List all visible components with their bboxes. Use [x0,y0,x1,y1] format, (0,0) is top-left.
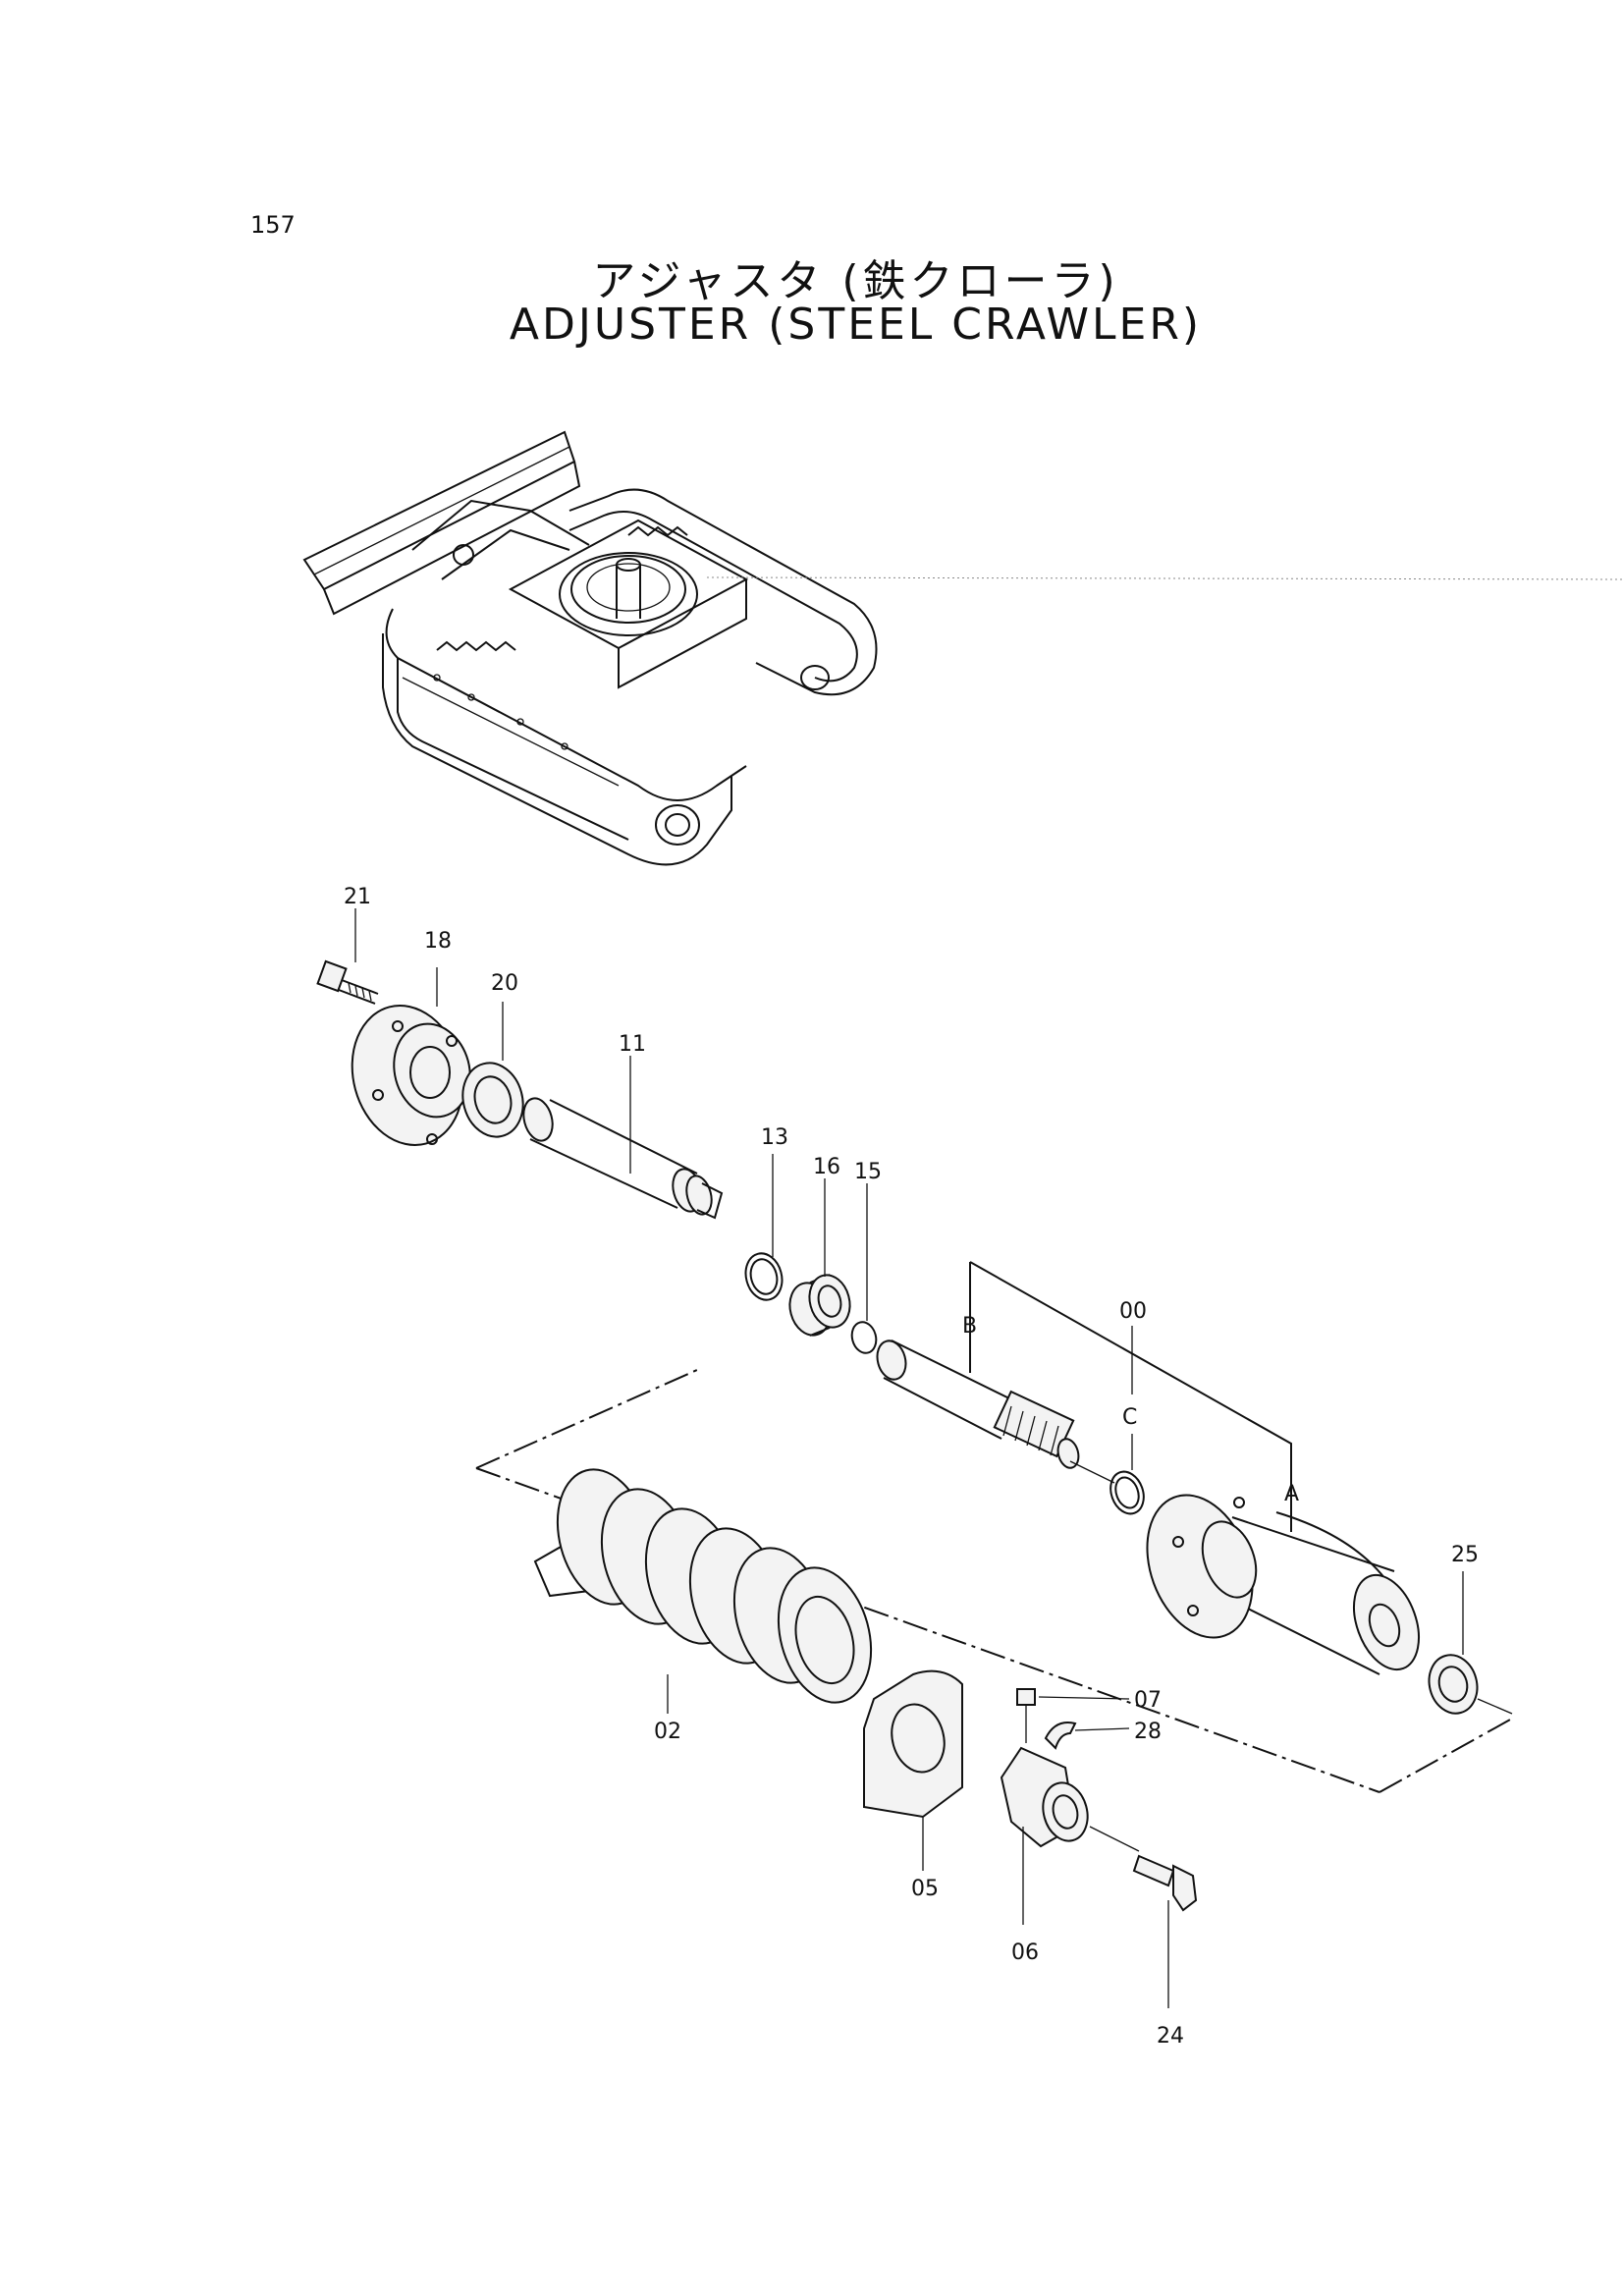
part-label: 05 [911,1877,939,1901]
part-label: B [962,1314,977,1339]
part-label: 28 [1134,1720,1162,1744]
undercarriage-illustration [302,430,1623,866]
part-24-grease-nipple [1132,1854,1198,2008]
part-16-bushing [788,1178,851,1337]
page-number: 157 [250,211,296,239]
part-label: C [1122,1405,1137,1430]
part-06-valve-body [1000,1746,1140,1925]
part-labels: 21 18 20 11 13 16 15 B 00 C A 25 07 28 0… [344,885,1479,2049]
part-18-flange [351,967,471,1146]
part-11-rod [522,1056,724,1220]
part-20-seal [461,1002,524,1138]
part-05-bracket [863,1669,963,1871]
title-japanese: アジャスタ (鉄クローラ) [592,256,1119,306]
part-02-spring [533,1468,873,1714]
part-13-ring [744,1154,784,1301]
part-label: 24 [1157,2024,1184,2049]
part-label: 20 [491,971,518,996]
part-label: 02 [654,1720,681,1744]
part-28-seal [1044,1722,1130,1750]
part-07-plug [1016,1688,1130,1743]
spring-group-outline [475,1369,1513,1793]
part-15-snap-ring [850,1183,878,1354]
title-english: ADJUSTER (STEEL CRAWLER) [509,300,1203,350]
part-label: 13 [761,1125,788,1150]
part-21-bolt [316,908,379,1005]
part-label: 15 [854,1160,882,1184]
part-a-cylinder [1146,1494,1420,1675]
assembly-bracket [969,1261,1292,1532]
part-label: 11 [619,1032,646,1057]
part-25-seal [1428,1571,1513,1715]
part-label: A [1284,1482,1299,1506]
part-label: 16 [813,1155,840,1179]
part-label: 25 [1451,1543,1479,1567]
part-label: 18 [424,929,452,954]
part-label: 07 [1134,1688,1162,1713]
part-label: 21 [344,885,371,909]
part-b-piston-rod [876,1339,1080,1469]
part-label: 00 [1119,1299,1147,1324]
part-c-o-ring [1069,1326,1145,1515]
part-label: 06 [1011,1941,1039,1965]
